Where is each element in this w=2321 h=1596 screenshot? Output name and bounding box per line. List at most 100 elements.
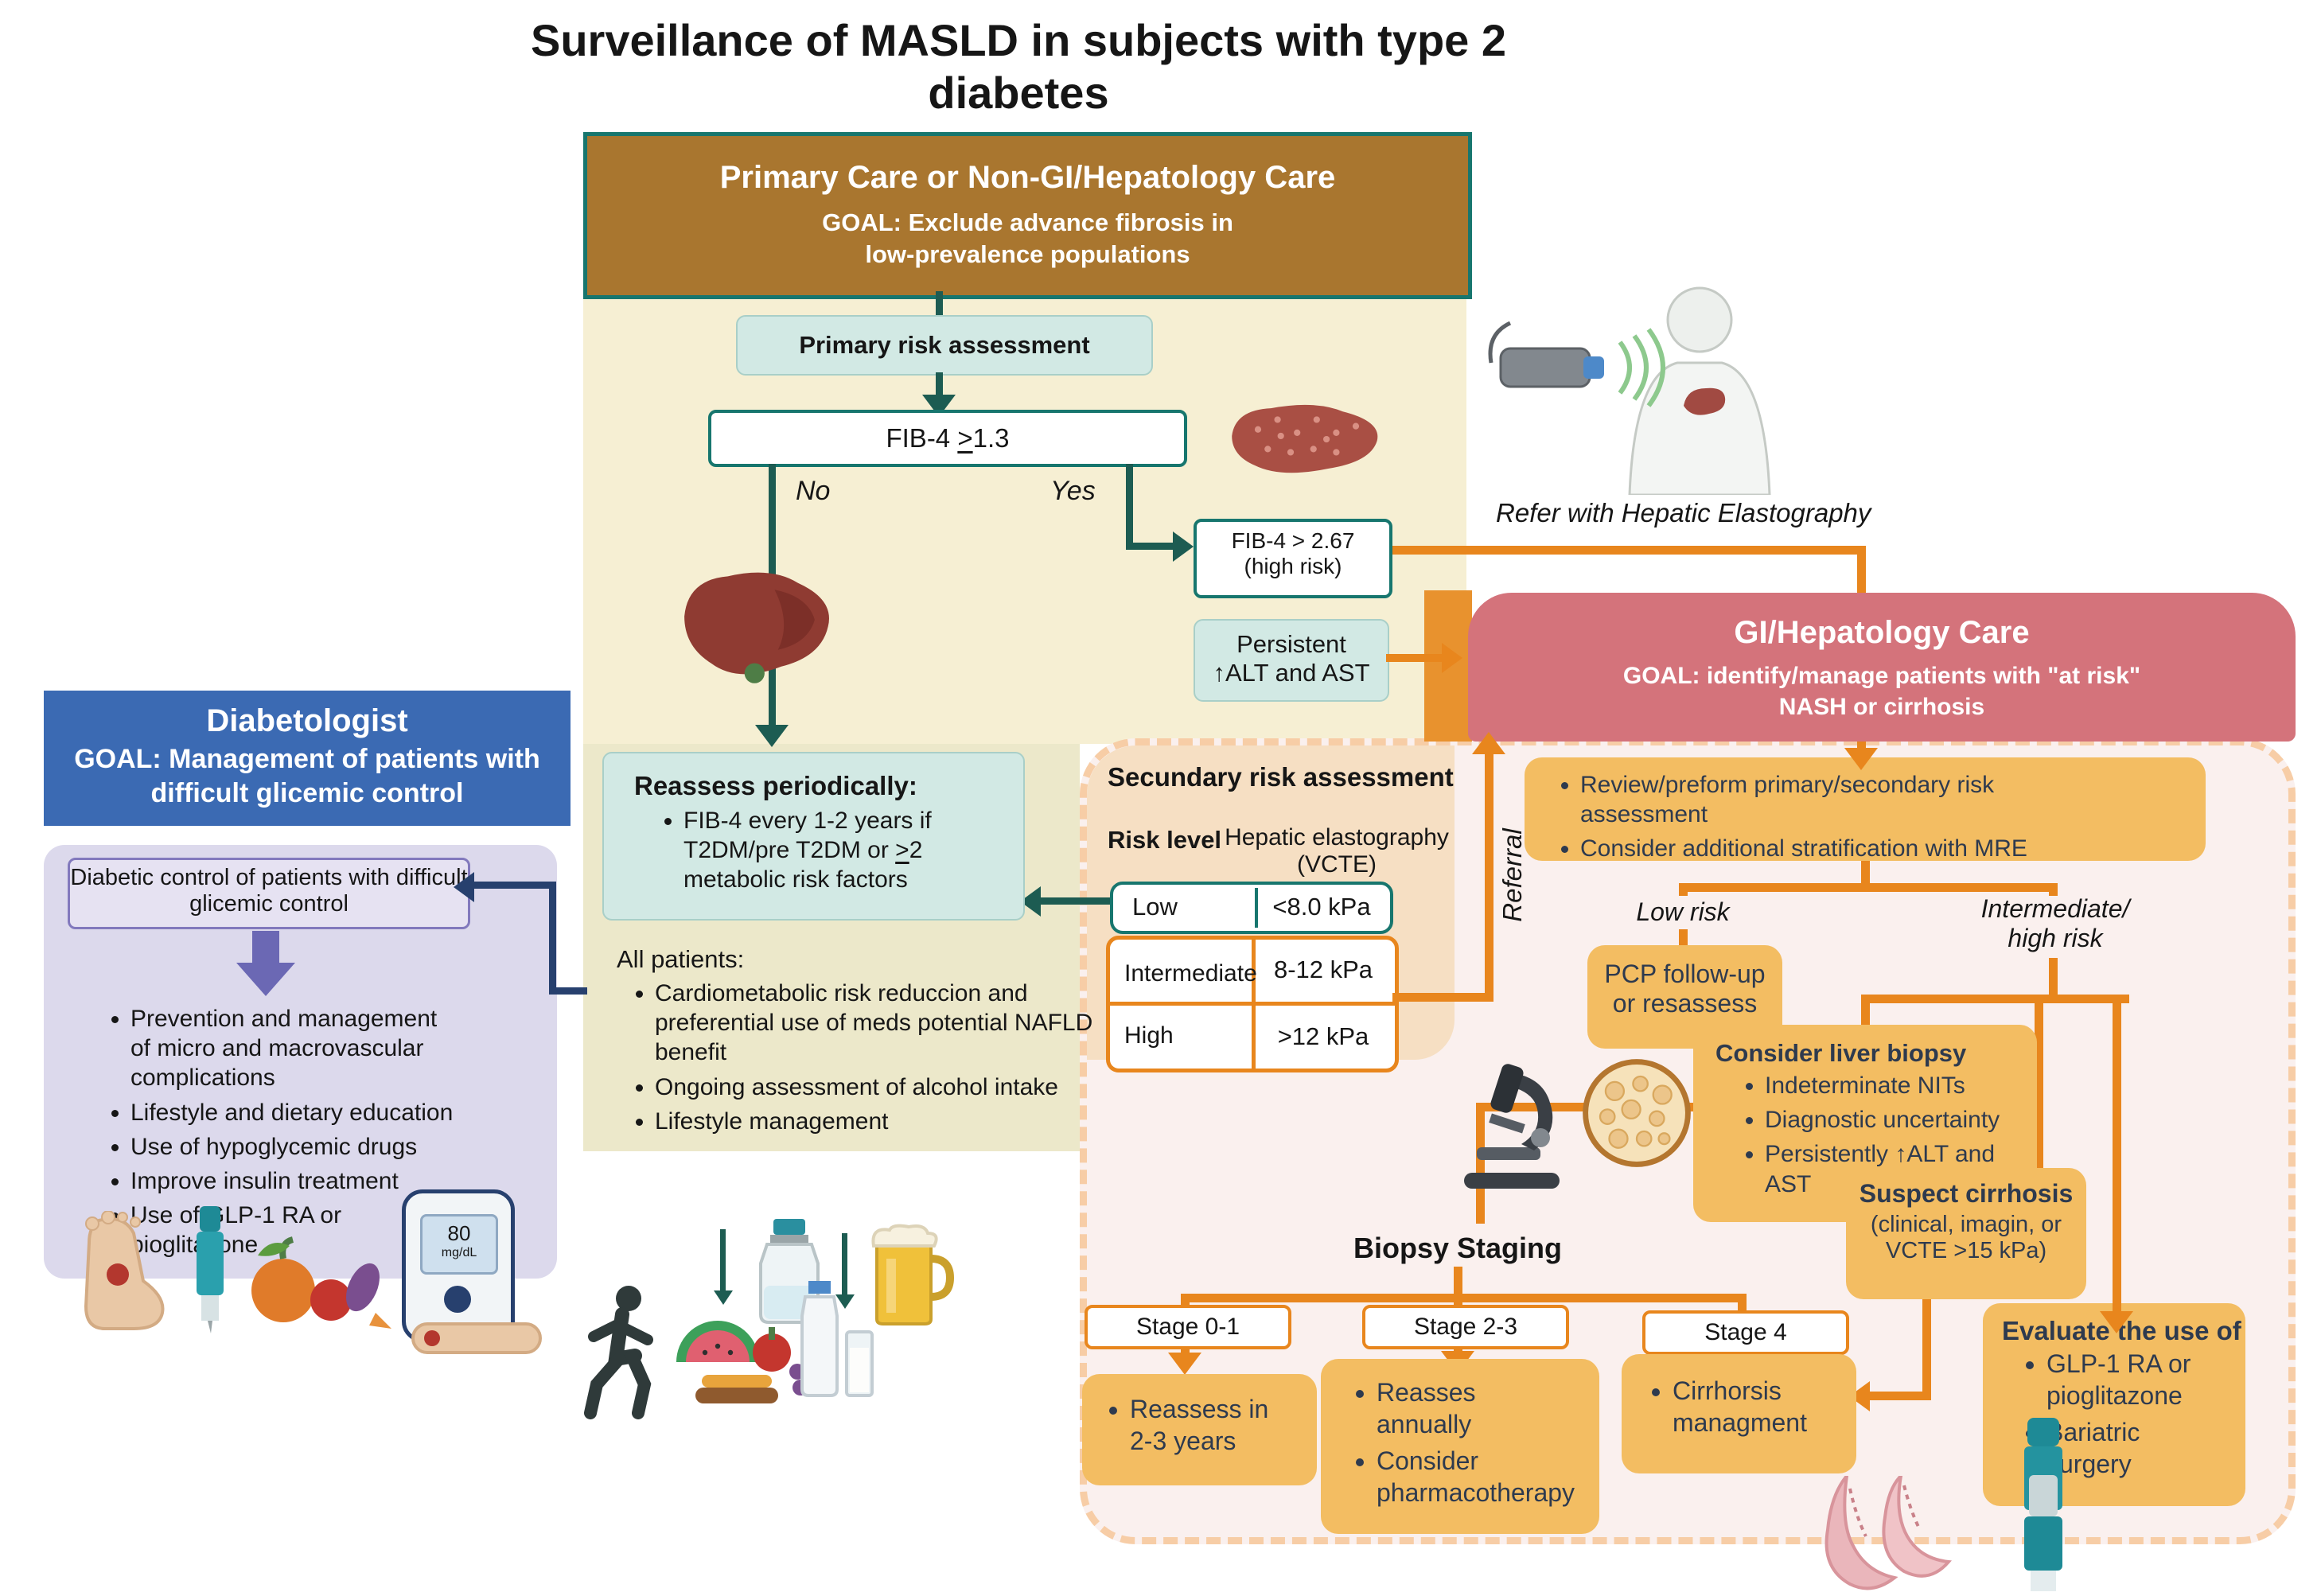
fib4-label: FIB-4 [886,423,958,453]
fib4-high-risk-box: FIB-4 > 2.67 (high risk) [1194,519,1392,598]
glucometer-screen: 80 mg/dL [420,1214,498,1275]
connector [1679,883,2058,892]
connector-mini [842,1233,847,1297]
connector [936,291,943,317]
glucometer-unit: mg/dL [441,1246,477,1259]
branch-yes-label: Yes [1050,476,1096,506]
connector-refer [1386,546,1866,555]
fib4-gte: > [957,423,973,453]
connector [1039,897,1110,905]
arrow-down-icon [236,963,295,996]
risk-row-low: Low <8.0 kPa [1110,882,1393,934]
connector [473,882,555,889]
fib4-value: 1.3 [972,423,1010,453]
fib4-decision-box: FIB-4 >1.3 [708,410,1187,467]
arrow-down-icon [714,1290,733,1305]
diabetic-control-box: Diabetic control of patients with diffic… [68,858,470,929]
connector-mini [720,1229,726,1293]
gi-care-header: GI/Hepatology Care GOAL: identify/manage… [1468,593,2296,742]
review-bullet: Review/preform primary/secondary risk as… [1580,770,2089,829]
all-patients-bullet: Cardiometabolic risk reduccion and prefe… [655,979,1120,1068]
connector [1922,1299,1931,1396]
review-stratification-box: Review/preform primary/secondary risk as… [1525,757,2206,863]
intermediate-high-risk-label: Intermediate/ high risk [1980,894,2130,952]
diabetologist-bullet: Use of hypoglycemic drugs [130,1132,592,1162]
glucometer-button [444,1286,471,1313]
primary-care-header: Primary Care or Non-GI/Hepatology Care G… [583,132,1472,299]
histology-slide-icon [1583,1059,1691,1167]
secondary-risk-title: Secundary risk assessment [1108,762,1454,792]
diabetologist-title: Diabetologist [206,703,408,738]
evaluate-use-box: Evaluate the use of GLP-1 RA or pioglita… [1983,1303,2245,1506]
connector [1679,883,1688,896]
connector [549,882,556,995]
stage-4-box: Stage 4 [1642,1310,1849,1355]
speckled-liver-icon [1232,404,1378,473]
biopsy-bullet: Diagnostic uncertainty [1765,1105,2021,1135]
arrow-up-icon [1472,732,1505,754]
review-bullet: Consider additional stratification with … [1580,834,2089,863]
liver-icon [684,572,829,683]
reassess-bullet-a: FIB-4 every 1-2 years if T2DM/pre T2DM o… [683,808,932,864]
arrow-right-icon [1442,643,1462,673]
table-divider [1110,1002,1395,1006]
arrow-down-icon [755,725,789,747]
outcome-bullet: Cirrhorsis managment [1673,1375,1856,1438]
outcome-bullet: Reasses annually [1377,1376,1599,1440]
reassess-periodically-box: Reassess periodically: FIB-4 every 1-2 y… [602,752,1025,921]
risk-value-cell: 8-12 kPa [1273,956,1373,983]
risk-level-cell: Low [1132,893,1178,921]
primary-risk-assessment-box: Primary risk assessment [736,315,1153,376]
reassess-title: Reassess periodically: [634,771,917,800]
low-risk-label: Low risk [1636,897,1730,926]
primary-care-title: Primary Care or Non-GI/Hepatology Care [719,160,1336,195]
microscope-icon [1464,1064,1560,1189]
reassess-bullet-b: 2 metabolic risk factors [683,837,923,893]
connector [2113,995,2121,1313]
risk-rows-int-high: Intermediate 8-12 kPa High >12 kPa [1106,936,1399,1072]
risk-level-cell: Intermediate [1124,960,1257,987]
connector [1861,995,1870,1026]
outcome-bullet: Reassess in 2-3 years [1130,1393,1317,1457]
risk-level-cell: High [1124,1022,1174,1049]
insulin-pen-2-icon [2024,1418,2062,1591]
outcome-annual-box: Reasses annually Consider pharmacotherap… [1321,1359,1599,1534]
connector [1865,995,2129,1003]
reassess-bullet: FIB-4 every 1-2 years if T2DM/pre T2DM o… [683,806,1002,895]
stage-0-1-box: Stage 0-1 [1085,1305,1291,1349]
all-patients-bullet: Ongoing assessment of alcohol intake [655,1072,1120,1102]
suspect-cirrhosis-title: Suspect cirrhosis [1859,1179,2074,1208]
gi-care-goal: GOAL: identify/manage patients with "at … [1622,663,2141,720]
suspect-cirrhosis-sub: (clinical, imagin, or VCTE >15 kPa) [1870,1212,2062,1263]
diabetologist-bullet: Improve insulin treatment [130,1166,592,1196]
connector [1476,1103,1485,1224]
biopsy-bullet: Persistently ↑ALT and AST [1765,1139,2021,1198]
connector-referral [1485,754,1493,1002]
outcome-cirrhosis-box: Cirrhorsis managment [1622,1354,1856,1473]
arrow-down-icon [835,1294,855,1309]
arrow-down-icon [1844,748,1878,770]
connector [549,987,587,995]
outcome-reassess-box: Reassess in 2-3 years [1082,1374,1317,1485]
glucometer-reading: 80 [447,1221,471,1245]
all-patients-bullet: Lifestyle management [655,1107,1120,1136]
page-title: Surveillance of MASLD in subjects with t… [530,15,1507,119]
connector [1868,1392,1931,1400]
stage-2-3-box: Stage 2-3 [1362,1305,1569,1349]
glucometer-icon: 80 mg/dL [402,1189,515,1342]
connector-yes-branch [1126,464,1133,547]
foot-ulcer-icon [84,1211,165,1330]
evaluate-bullet: Bariatric surgery [2046,1416,2245,1480]
reassess-bullet-gte: > [895,837,909,864]
connector [1454,1267,1462,1297]
persistent-alt-ast-box: Persistent ↑ALT and AST [1194,619,1389,702]
all-patients-title: All patients: [617,945,745,973]
vegetables-icon [251,1236,391,1329]
connector [2049,958,2058,999]
arrow-shaft [252,931,279,964]
refer-note: Refer with Hepatic Elastography [1496,498,1871,527]
dairy-icon [800,1281,874,1397]
connector [1679,929,1688,947]
connector [1386,654,1443,662]
